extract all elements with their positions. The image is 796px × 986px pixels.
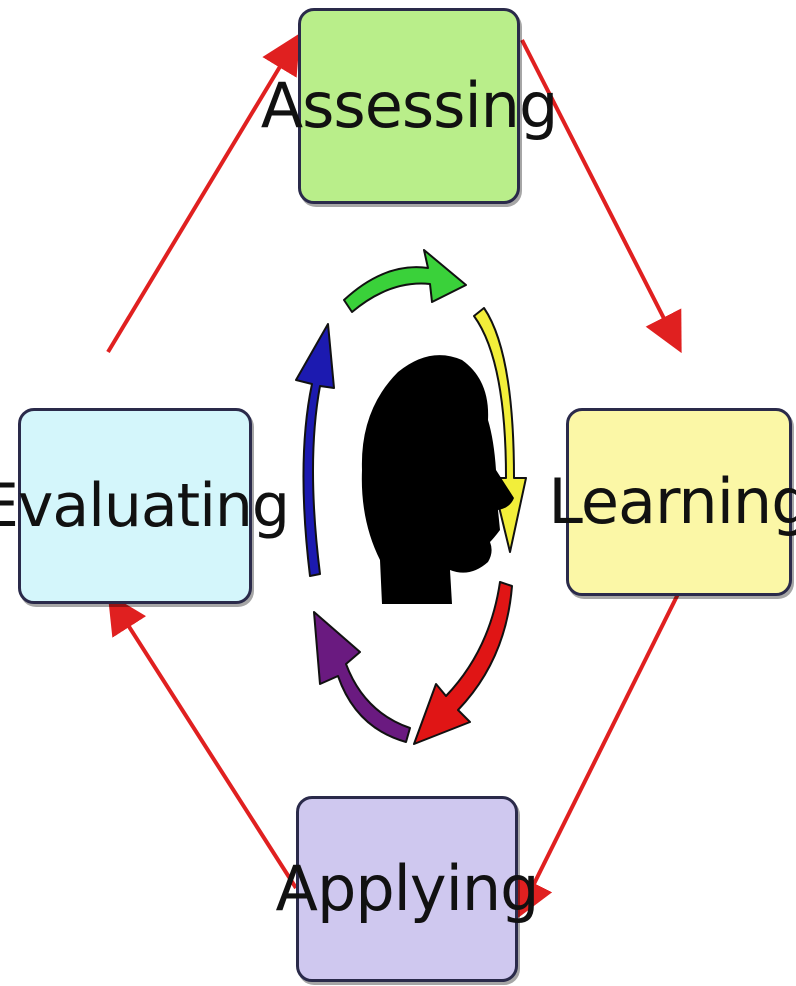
arrow-learning-to-applying: [516, 589, 682, 920]
cycle-arrow-red: [413, 581, 513, 745]
stage-learning-label: Learning: [548, 465, 796, 538]
arrow-applying-to-evaluating: [107, 593, 298, 890]
arrow-evaluating-to-assessing: [106, 33, 301, 354]
stage-assessing-label: Assessing: [260, 69, 559, 142]
cycle-arrows: [295, 249, 527, 745]
cycle-arrow-blue: [295, 323, 335, 577]
connector-arrows: [106, 33, 682, 920]
cycle-arrow-yellow: [473, 307, 527, 553]
stage-applying-label: Applying: [275, 852, 540, 925]
stage-evaluating-box: Evaluating: [0, 408, 290, 604]
cycle-arrow-purple: [313, 611, 411, 743]
stage-applying-box: Applying: [276, 796, 539, 982]
stage-assessing-box: Assessing: [261, 8, 558, 204]
arrow-assessing-to-learning: [520, 39, 682, 354]
stage-evaluating-label: Evaluating: [0, 471, 290, 541]
stage-learning-box: Learning: [548, 408, 796, 596]
head-silhouette-icon: [361, 355, 514, 604]
cycle-arrow-green: [343, 249, 467, 313]
